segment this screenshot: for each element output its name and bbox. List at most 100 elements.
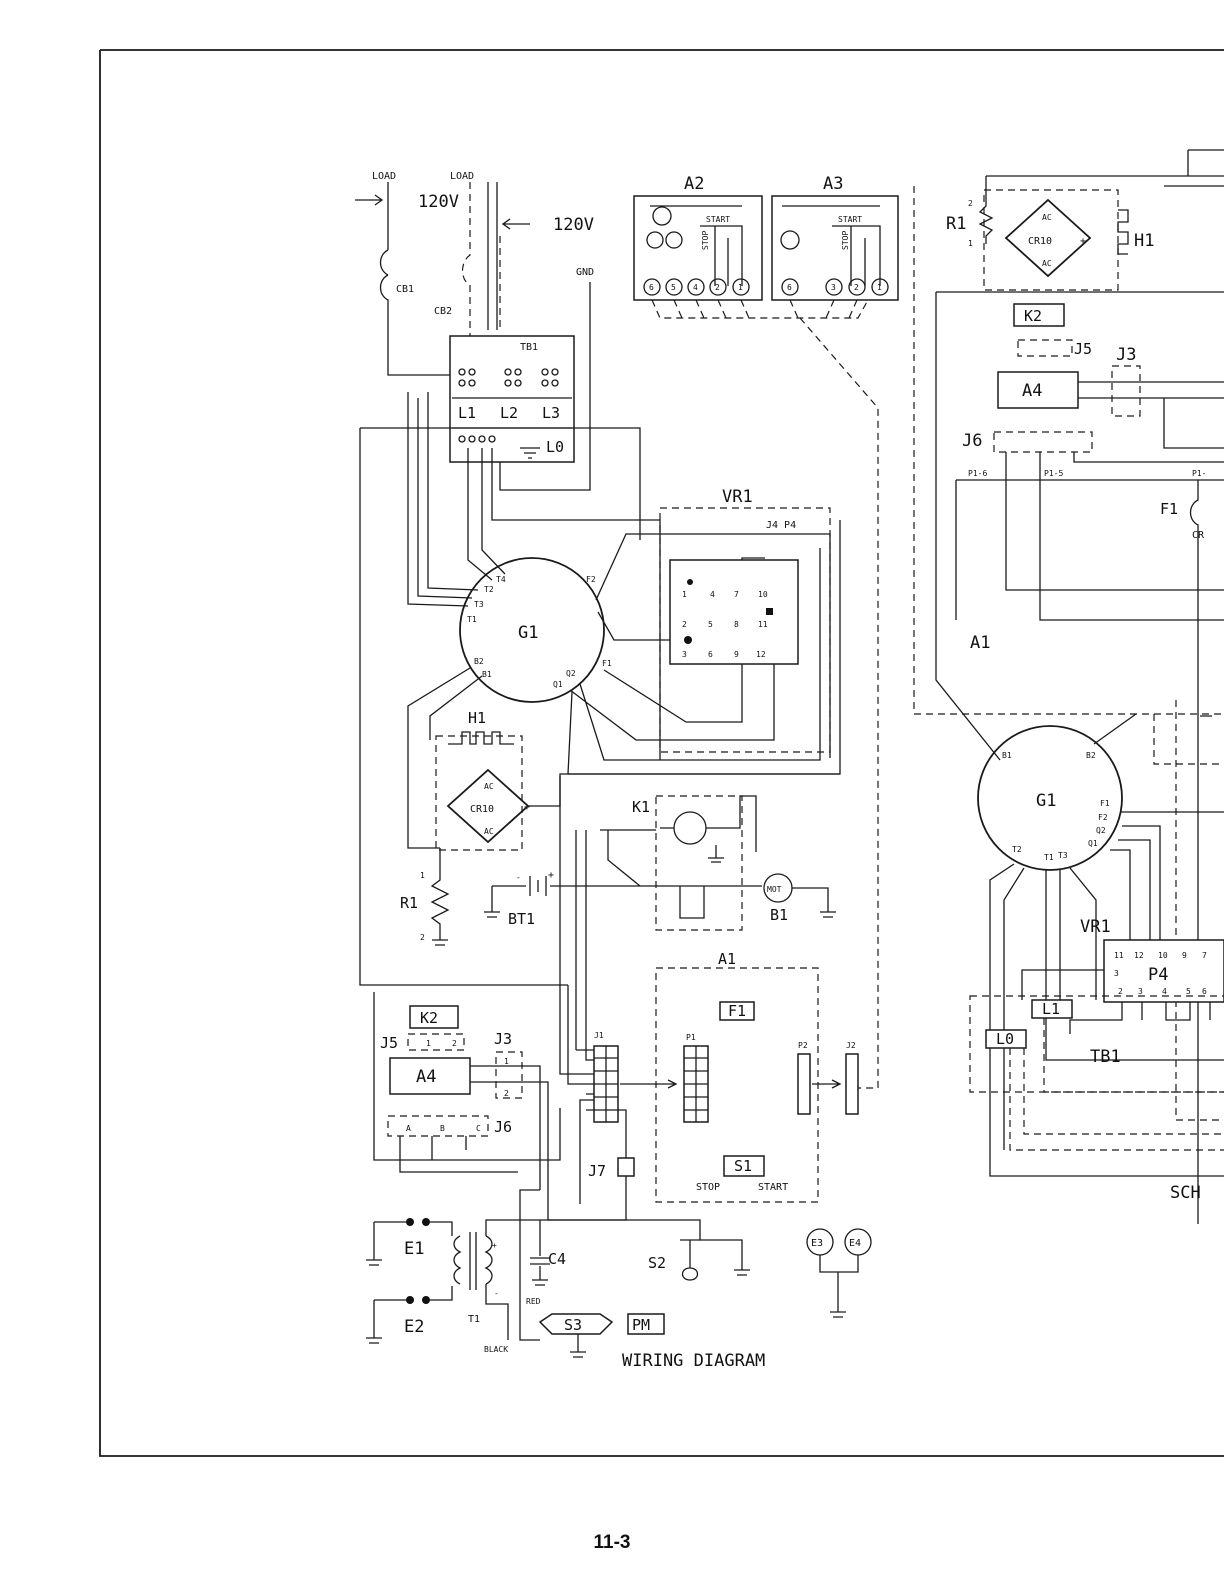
a1-stop-label: STOP — [696, 1182, 720, 1193]
svg-text:2: 2 — [968, 199, 973, 208]
svg-text:AC: AC — [1042, 213, 1052, 222]
g1-f2: F2 — [586, 575, 596, 584]
svg-text:+: + — [492, 1241, 497, 1250]
sch-a4-label: A4 — [1022, 381, 1042, 401]
svg-text:12: 12 — [1134, 951, 1144, 960]
vr1-outline — [659, 507, 831, 753]
g1-q2: Q2 — [566, 669, 576, 678]
bt1-minus: - — [516, 873, 521, 882]
wiring-diagram: LOAD LOAD 120V 120V GND CB1 CB2 TB1 L1 — [355, 171, 899, 1371]
svg-text:1: 1 — [504, 1057, 509, 1066]
sch-g1-wiring — [989, 713, 1224, 1177]
volt-label-left: 120V — [418, 192, 459, 212]
a1-f1-fuse — [719, 1001, 755, 1021]
a4-label: A4 — [416, 1067, 436, 1087]
svg-text:B: B — [440, 1124, 445, 1133]
load-feed-wires — [487, 182, 498, 330]
sch-title-partial: SCH — [1170, 1183, 1201, 1203]
svg-text:T2: T2 — [1012, 845, 1022, 854]
svg-text:5: 5 — [708, 620, 713, 629]
svg-text:7: 7 — [734, 590, 739, 599]
sch-vr1-label: VR1 — [1080, 917, 1111, 937]
svg-text:2: 2 — [854, 283, 859, 292]
svg-text:Q1: Q1 — [1088, 839, 1098, 848]
vr1-j4p4-label: J4 P4 — [766, 520, 796, 531]
s2-label: S2 — [648, 1254, 666, 1272]
tb1-l2: L2 — [500, 404, 518, 422]
cr10-ac-top: AC — [484, 782, 494, 791]
svg-text:2: 2 — [715, 283, 720, 292]
svg-text:2: 2 — [504, 1089, 509, 1098]
h1-label: H1 — [468, 709, 486, 727]
sch-l1-label: L1 — [1042, 1000, 1060, 1018]
sch-tb1-outline — [969, 995, 1224, 1093]
svg-text:4: 4 — [693, 283, 698, 292]
svg-text:8: 8 — [734, 620, 739, 629]
a1-s1-switch — [723, 1155, 765, 1177]
e2-electrode-icon — [406, 1296, 414, 1304]
sch-tb1-label: TB1 — [1090, 1047, 1121, 1067]
h1-cr10-outline — [435, 735, 523, 851]
svg-text:11: 11 — [758, 620, 768, 629]
svg-text:4: 4 — [1162, 987, 1167, 996]
r1-pin1: 1 — [420, 871, 425, 880]
g1-q1: Q1 — [553, 680, 563, 689]
sch-g1-generator — [977, 725, 1123, 871]
bt1-plus: + — [548, 870, 554, 881]
svg-text:6: 6 — [649, 283, 654, 292]
svg-text:1: 1 — [877, 283, 882, 292]
a2-pin-row: 6 5 4 2 1 — [643, 278, 750, 296]
sch-cr10-bridge — [1004, 198, 1092, 278]
a1-label: A1 — [718, 950, 736, 968]
sch-a4-module — [997, 371, 1079, 409]
c4-label: C4 — [548, 1250, 566, 1268]
cr10-label: CR10 — [470, 804, 494, 815]
sch-p1-label: P1- — [1192, 469, 1206, 478]
svg-text:7: 7 — [1202, 951, 1207, 960]
g1-f1: F1 — [602, 659, 612, 668]
sch-j5-connector — [1017, 339, 1073, 357]
s3-switch — [538, 1313, 614, 1335]
e2-label: E2 — [404, 1317, 424, 1337]
tb1-terminals — [458, 368, 559, 443]
cr10-bridge — [446, 768, 530, 844]
vr1-connector — [669, 559, 799, 665]
sch-j3-connector — [1111, 365, 1141, 417]
svg-text:9: 9 — [734, 650, 739, 659]
tb1-terminal-board — [449, 335, 575, 463]
page-number: 11-3 — [593, 1532, 631, 1553]
a3-stop-text: STOP — [841, 231, 850, 250]
a2-label: A2 — [684, 174, 704, 194]
svg-text:5: 5 — [1186, 987, 1191, 996]
sch-h1-element — [1117, 209, 1129, 255]
red-wire-label: RED — [526, 1297, 541, 1306]
svg-text:6: 6 — [1202, 987, 1207, 996]
tb1-l0: L0 — [546, 438, 564, 456]
svg-text:C: C — [476, 1124, 481, 1133]
svg-text:3: 3 — [1114, 969, 1119, 978]
svg-text:3: 3 — [831, 283, 836, 292]
r1-label: R1 — [400, 894, 418, 912]
sch-a1-label: A1 — [970, 633, 990, 653]
cr10-ac-bottom: AC — [484, 827, 494, 836]
tb1-ground-symbol — [520, 447, 540, 459]
g1-generator — [459, 557, 605, 703]
e4-label: E4 — [849, 1238, 861, 1249]
j1-label: J1 — [594, 1031, 604, 1040]
e1-label: E1 — [404, 1239, 424, 1259]
svg-text:11: 11 — [1114, 951, 1124, 960]
tb1-l3: L3 — [542, 404, 560, 422]
sch-a1-outline — [913, 186, 1224, 715]
bt1-battery — [484, 876, 660, 918]
svg-text:2: 2 — [1118, 987, 1123, 996]
j7-label: J7 — [588, 1162, 606, 1180]
a1-f1-label: F1 — [728, 1002, 746, 1020]
j6-connector — [387, 1115, 489, 1137]
svg-text:Q2: Q2 — [1096, 826, 1106, 835]
sch-l0-terminal — [985, 1029, 1027, 1049]
cb2-label: CB2 — [434, 306, 452, 317]
k1-label: K1 — [632, 798, 650, 816]
svg-text:6: 6 — [708, 650, 713, 659]
a3-start-text: START — [838, 215, 862, 224]
